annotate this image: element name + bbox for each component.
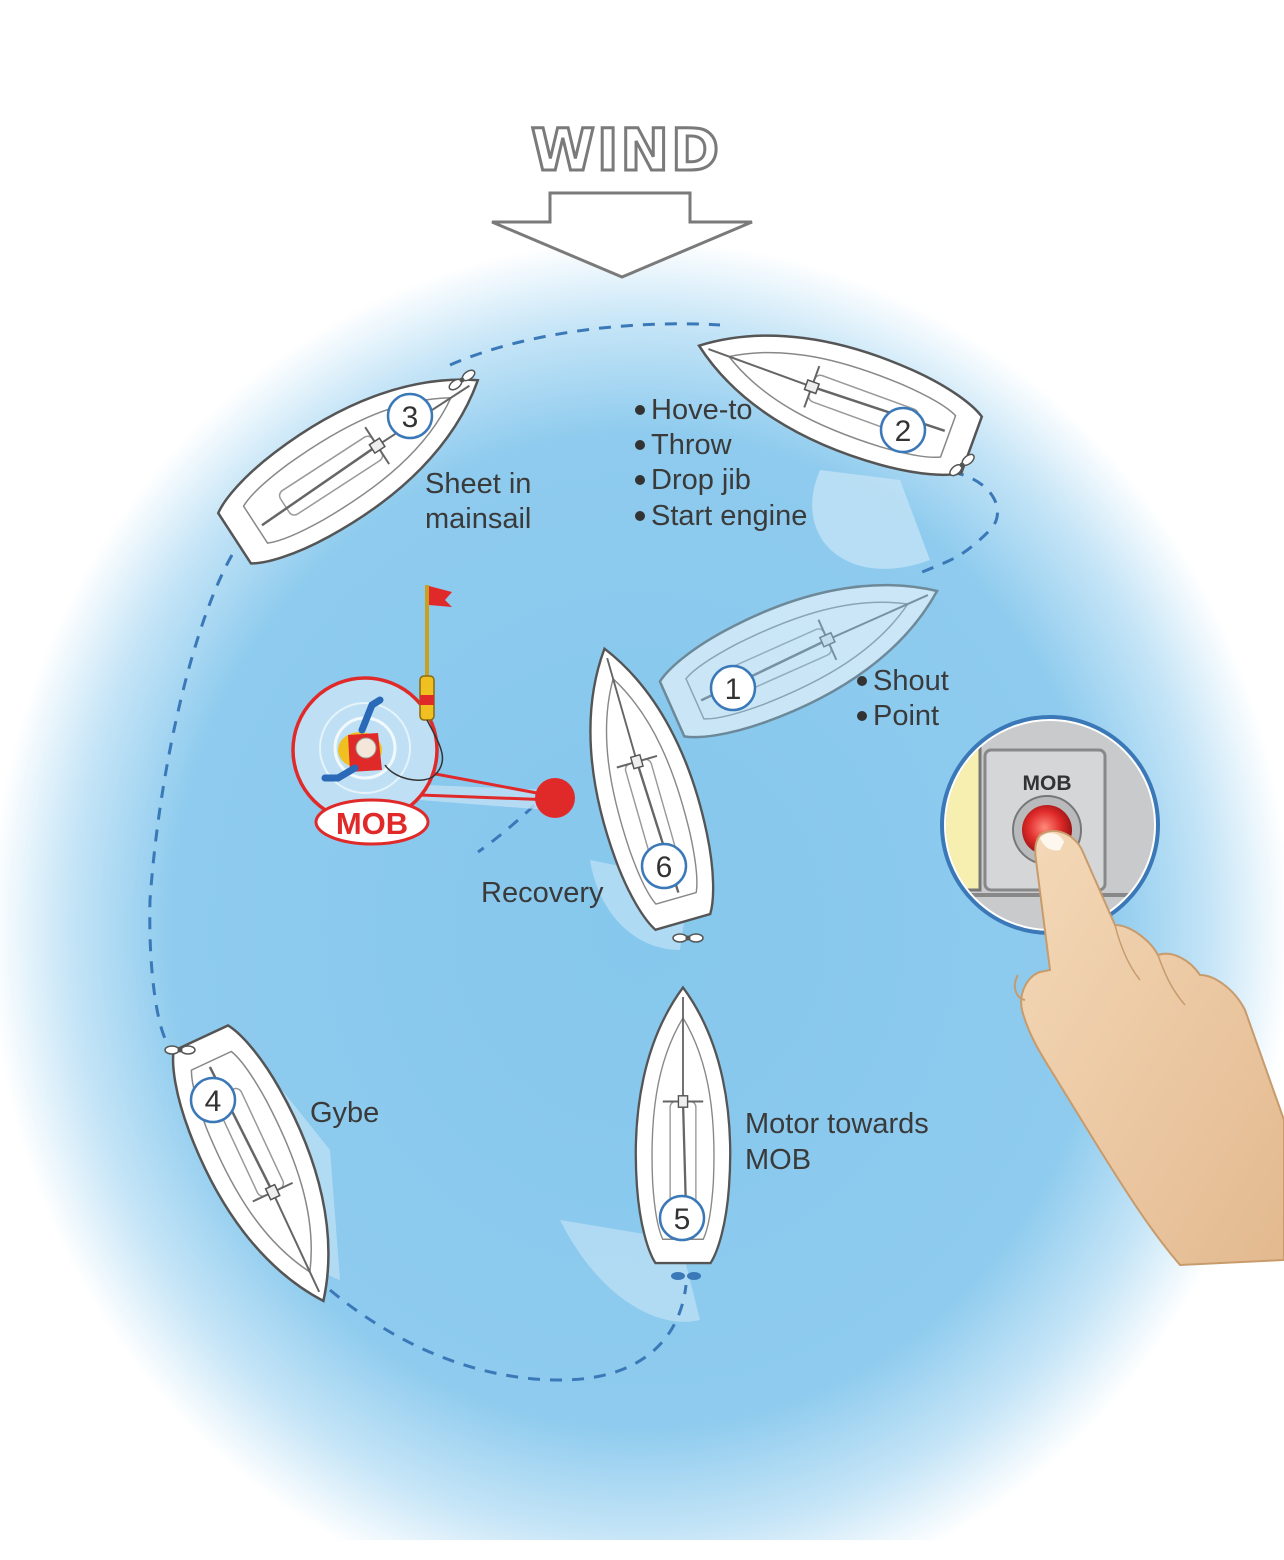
boat-5-caption-line-1: Motor towards — [745, 1108, 929, 1140]
wind-label: WIND — [531, 116, 721, 184]
boat-6-number: 6 — [656, 851, 673, 884]
boat-3-number: 3 — [402, 401, 419, 434]
boat-6-badge: 6 — [640, 842, 688, 890]
boat-5-number: 5 — [674, 1203, 691, 1236]
mob-label-badge: MOB — [314, 798, 430, 846]
boat-5-propeller-icon — [671, 1272, 701, 1280]
boat-1-number: 1 — [725, 673, 742, 706]
boat-2-note-start-engine: Start engine — [651, 500, 807, 532]
boat-6-caption: Recovery — [481, 877, 604, 909]
boat-3-badge: 3 — [386, 392, 434, 440]
boat-5-caption-line-2: MOB — [745, 1144, 811, 1176]
person-in-water-icon — [319, 696, 411, 794]
boat-2-note-throw: Throw — [651, 429, 733, 461]
boat-2-note-hove-to: Hove-to — [651, 394, 753, 426]
boat-1-note-shout: Shout — [873, 665, 949, 697]
dan-buoy-flag-icon — [384, 585, 452, 781]
boat-4-caption: Gybe — [310, 1097, 379, 1129]
bottom-margin — [0, 1540, 1284, 1560]
boat-2-note-drop-jib: Drop jib — [651, 464, 751, 496]
wind-arrow-icon — [491, 191, 753, 279]
boat-3-caption-line-2: mainsail — [425, 503, 531, 535]
mob-marker-label: MOB — [336, 806, 408, 841]
boat-3-caption-line-1: Sheet in — [425, 468, 531, 500]
boat-5-badge: 5 — [658, 1194, 706, 1242]
pointing-hand-icon — [1013, 830, 1284, 1267]
boat-2-number: 2 — [895, 415, 912, 448]
boat-1-note-point: Point — [873, 700, 939, 732]
boat-1-notes: Shout Point — [857, 665, 949, 732]
wake-boat-2 — [812, 470, 930, 569]
boat-2-badge: 2 — [879, 406, 927, 454]
boat-4-badge: 4 — [189, 1076, 237, 1124]
boat-4-number: 4 — [205, 1085, 222, 1118]
boat-1-badge: 1 — [709, 664, 757, 712]
mob-button-label: MOB — [1023, 772, 1072, 795]
mob-position-marker — [535, 778, 575, 818]
boat-2-notes: Hove-to Throw Drop jib Start engine — [635, 394, 807, 532]
